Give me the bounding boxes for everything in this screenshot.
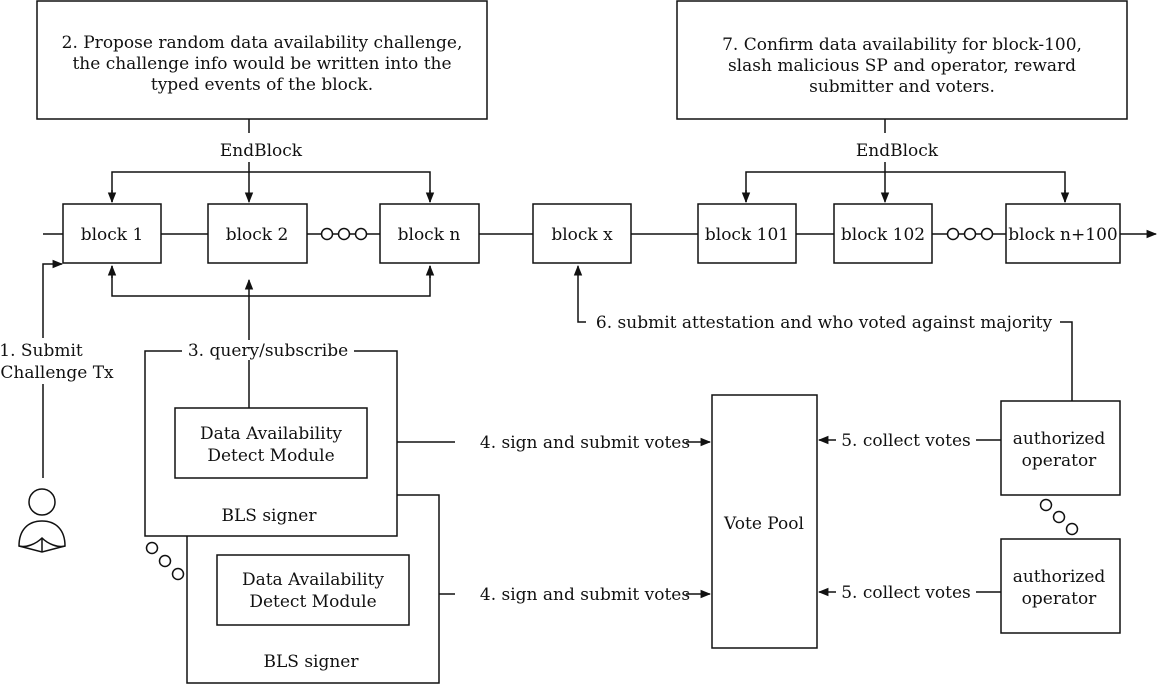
step7-text-line3: submitter and voters. bbox=[809, 77, 995, 97]
step7-box bbox=[676, 0, 1128, 120]
step5-label-top: 5. collect votes bbox=[841, 431, 971, 451]
step2-text-line3: typed events of the block. bbox=[151, 75, 373, 95]
operator-1-line1: authorized bbox=[1013, 429, 1106, 449]
endblock-label-left: EndBlock bbox=[220, 141, 303, 161]
block-n-plus-100-label: block n+100 bbox=[1008, 225, 1117, 245]
operator-2-line2: operator bbox=[1022, 589, 1098, 609]
authorized-operator-1 bbox=[1000, 400, 1121, 496]
da-detect-module-1 bbox=[174, 407, 368, 479]
block-1-label: block 1 bbox=[81, 225, 144, 245]
ellipsis-dot bbox=[980, 227, 994, 241]
step2-box bbox=[36, 0, 488, 120]
bls-signer-2-label: BLS signer bbox=[263, 652, 359, 672]
step2-text-line2: the challenge info would be written into… bbox=[72, 54, 451, 74]
block-n-plus-100 bbox=[1005, 203, 1121, 264]
step3-label-bg bbox=[182, 340, 354, 360]
ellipsis-dot bbox=[320, 227, 334, 241]
ellipsis-dot bbox=[946, 227, 960, 241]
block-1 bbox=[62, 203, 162, 264]
operator-1-line2: operator bbox=[1022, 451, 1098, 471]
block-102-label: block 102 bbox=[841, 225, 925, 245]
step1-text-line2: Challenge Tx bbox=[0, 363, 114, 383]
block-101-label: block 101 bbox=[705, 225, 789, 245]
da-detect-module-2 bbox=[216, 554, 410, 626]
query-bracket bbox=[111, 266, 431, 297]
vote-pool bbox=[711, 394, 818, 649]
da-detect-module-2-line1: Data Availability bbox=[242, 570, 384, 590]
ellipsis-dot bbox=[354, 227, 368, 241]
block-2-label: block 2 bbox=[226, 225, 289, 245]
block-102 bbox=[833, 203, 933, 264]
ellipsis-dot bbox=[337, 227, 351, 241]
ellipsis-dot bbox=[171, 567, 185, 581]
ellipsis-dot bbox=[1052, 510, 1066, 524]
submit-challenge-arrow bbox=[42, 259, 64, 478]
block-n-label: block n bbox=[398, 225, 461, 245]
vote-pool-label: Vote Pool bbox=[723, 514, 804, 534]
step4-label-bottom: 4. sign and submit votes bbox=[480, 585, 690, 605]
step4-label-top: 4. sign and submit votes bbox=[480, 433, 690, 453]
da-detect-module-1-line1: Data Availability bbox=[200, 424, 342, 444]
authorized-operator-2 bbox=[1000, 538, 1121, 634]
block-2 bbox=[207, 203, 308, 264]
step3-label: 3. query/subscribe bbox=[188, 341, 348, 361]
ellipsis-dot bbox=[158, 554, 172, 568]
block-x bbox=[532, 203, 632, 264]
endblock-bracket-left bbox=[111, 171, 431, 202]
block-101 bbox=[697, 203, 797, 264]
ellipsis-dot bbox=[1065, 522, 1079, 536]
da-detect-module-1-line2: Detect Module bbox=[207, 446, 334, 466]
da-detect-module-2-line2: Detect Module bbox=[249, 592, 376, 612]
step1-label-bg bbox=[0, 338, 118, 384]
endblock-bracket-right bbox=[745, 171, 1066, 202]
operator-2-line1: authorized bbox=[1013, 567, 1106, 587]
step1-text-line1: 1. Submit bbox=[0, 341, 83, 361]
attestation-line-right bbox=[1060, 321, 1073, 401]
step7-text-line2: slash malicious SP and operator, reward bbox=[728, 56, 1076, 76]
step5-label-bottom: 5. collect votes bbox=[841, 583, 971, 603]
step7-text-line1: 7. Confirm data availability for block-1… bbox=[722, 35, 1082, 55]
step2-text-line1: 2. Propose random data availability chal… bbox=[62, 33, 463, 53]
user-icon bbox=[18, 488, 66, 553]
block-n bbox=[379, 203, 480, 264]
endblock-label-right: EndBlock bbox=[856, 141, 939, 161]
block-x-label: block x bbox=[551, 225, 613, 245]
ellipsis-dot bbox=[963, 227, 977, 241]
attestation-arrow-block-x bbox=[573, 264, 586, 323]
ellipsis-dot bbox=[145, 541, 159, 555]
step6-label: 6. submit attestation and who voted agai… bbox=[596, 313, 1053, 333]
bls-signer-1-label: BLS signer bbox=[221, 506, 317, 526]
ellipsis-dot bbox=[1039, 498, 1053, 512]
